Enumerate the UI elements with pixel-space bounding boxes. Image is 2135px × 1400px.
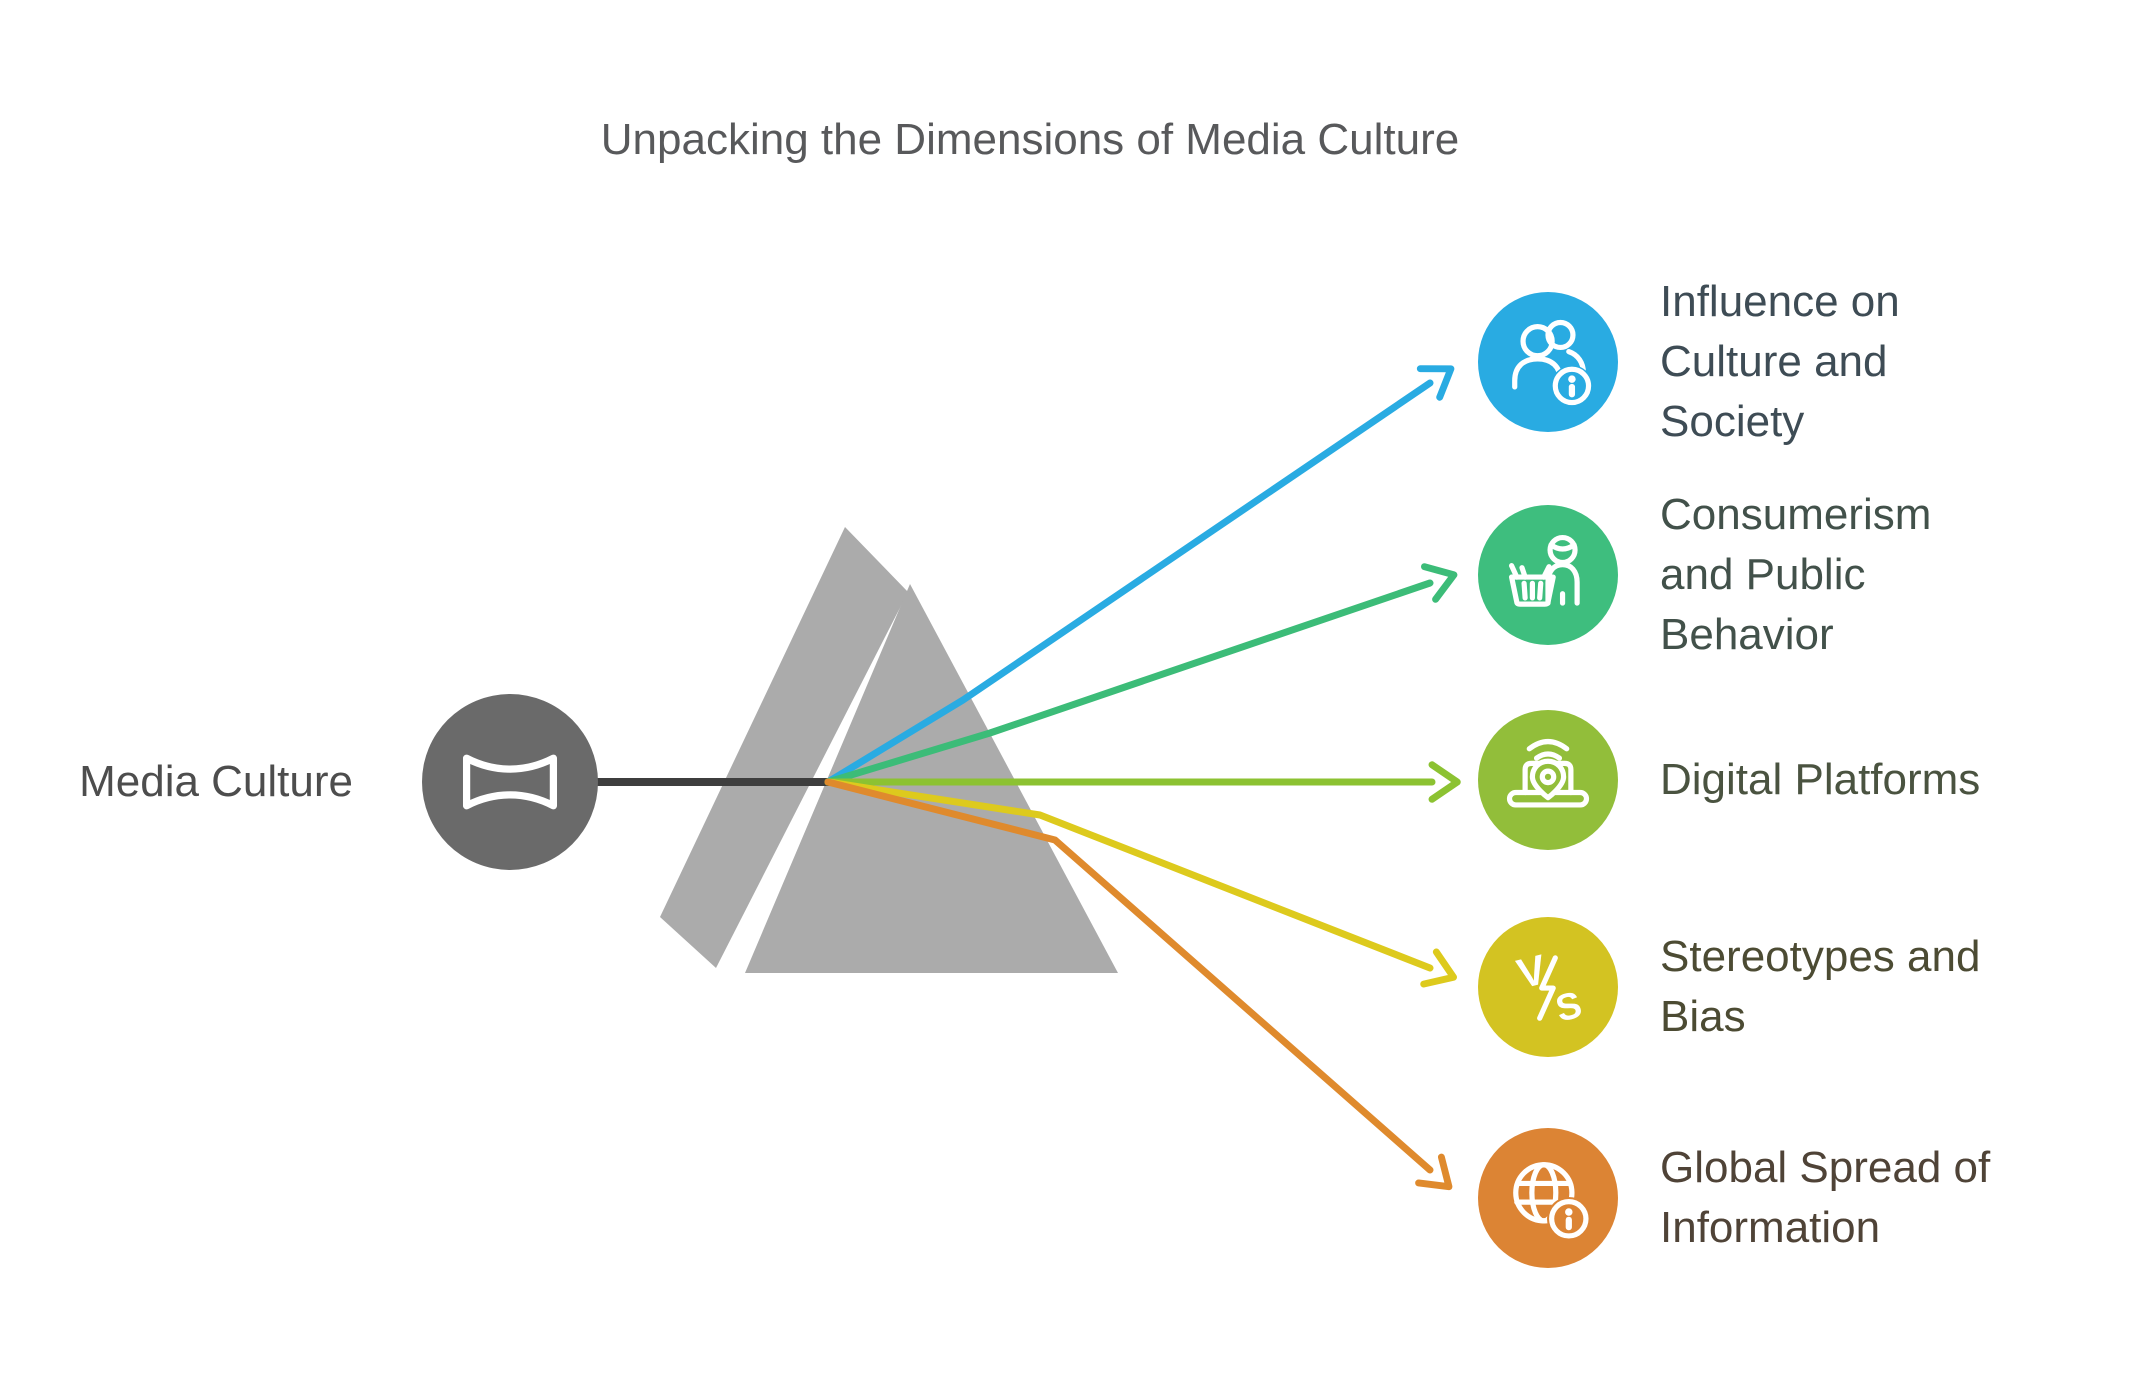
shopper-basket-icon — [1509, 534, 1580, 607]
versus-s-glyph: S — [1551, 983, 1585, 1030]
label-line: Consumerism — [1660, 490, 1932, 539]
node-consumerism-public-behavior — [1478, 505, 1618, 645]
node-label: Global Spread of Information — [1660, 1138, 2110, 1258]
label-line: Influence on — [1660, 277, 1900, 326]
label-line: Stereotypes and — [1660, 932, 1981, 981]
source-label: Media Culture — [79, 757, 353, 806]
page-title: Unpacking the Dimensions of Media Cultur… — [600, 115, 1460, 164]
label-line: Culture and — [1660, 337, 1888, 386]
laptop-location-icon — [1506, 738, 1590, 808]
label-line: Behavior — [1660, 610, 1834, 659]
globe-info-icon — [1513, 1162, 1591, 1241]
node-digital-platforms — [1478, 710, 1618, 850]
node-stereotypes-bias: V S — [1478, 917, 1618, 1057]
ray-consumerism-arrow — [824, 563, 1458, 786]
node-influence-culture-society — [1478, 292, 1618, 432]
node-label: Influence on Culture and Society — [1660, 272, 2110, 452]
label-line: Information — [1660, 1203, 1881, 1252]
node-label: Stereotypes and Bias — [1660, 927, 2110, 1047]
node-label: Consumerism and Public Behavior — [1660, 485, 2110, 665]
label-line: Digital Platforms — [1660, 755, 1981, 804]
label-line: Global Spread of — [1660, 1143, 1991, 1192]
node-label: Digital Platforms — [1660, 750, 2110, 810]
panorama-icon — [462, 754, 558, 810]
label-line: Bias — [1660, 992, 1746, 1041]
people-info-icon — [1512, 319, 1593, 407]
source-node — [422, 694, 598, 870]
ray-influence-arrow — [824, 365, 1455, 786]
label-line: Society — [1660, 397, 1805, 446]
label-line: and Public — [1660, 550, 1866, 599]
ray-global-spread-arrow — [824, 778, 1453, 1191]
ray-stereotypes-arrow — [824, 778, 1458, 988]
versus-icon: V S — [1512, 945, 1585, 1030]
prism-band — [660, 527, 908, 968]
node-global-spread-information — [1478, 1128, 1618, 1268]
